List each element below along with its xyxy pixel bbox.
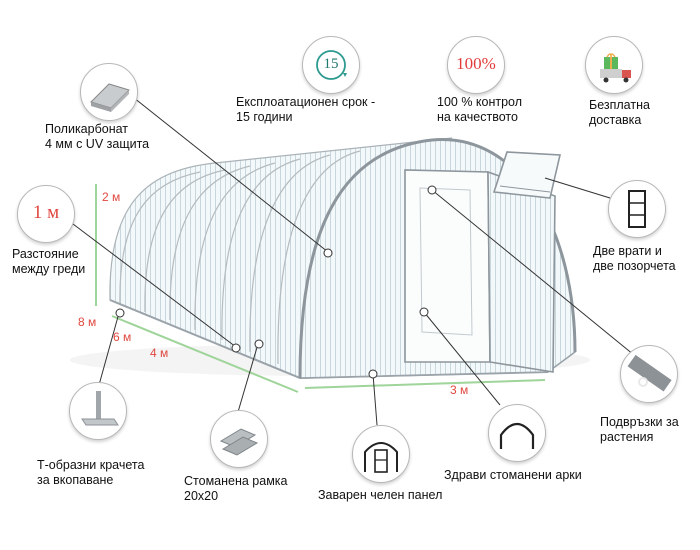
width-dimension: 3 м (450, 383, 469, 397)
t-leg-icon (69, 382, 127, 440)
gift-truck-icon (585, 36, 643, 94)
welded-panel-icon (352, 425, 410, 483)
polycarbonate-icon (80, 63, 138, 121)
length-4-dimension: 4 м (150, 346, 169, 360)
polycarbonate-label: Поликарбонат 4 мм с UV защита (45, 122, 150, 151)
quality-label: 100 % контрол на качеството (437, 95, 523, 124)
door-icon (608, 180, 666, 238)
lifetime-label: Експлоатационен срок - 15 години (236, 95, 376, 124)
length-8-dimension: 8 м (78, 315, 97, 329)
doors-label: Две врати и две позорчета (593, 244, 676, 273)
delivery-label: Безплатна доставка (589, 98, 650, 127)
steel-arch-icon (488, 404, 546, 462)
percent-100-icon: 100% (447, 36, 505, 94)
plant-ties-label: Подвръзки за растения (600, 415, 679, 444)
t-legs-label: Т-образни крачета за вкопаване (37, 458, 145, 487)
quality-badge: 100% (456, 54, 496, 73)
beam-distance-badge: 1 м (17, 185, 75, 243)
steel-frame-label: Стоманена рамка 20x20 (184, 474, 288, 503)
steel-arches-label: Здрави стоманени арки (444, 468, 582, 482)
lifetime-badge: 15 (323, 56, 339, 72)
height-dimension: 2 м (102, 190, 121, 204)
clock-15-icon: 15 (302, 36, 360, 94)
plant-ties-icon (620, 345, 678, 403)
steel-frame-icon (210, 410, 268, 468)
beam-distance-label: Разстояние между греди (12, 247, 86, 276)
welded-panel-label: Заварен челен панел (318, 488, 443, 502)
length-6-dimension: 6 м (113, 330, 132, 344)
